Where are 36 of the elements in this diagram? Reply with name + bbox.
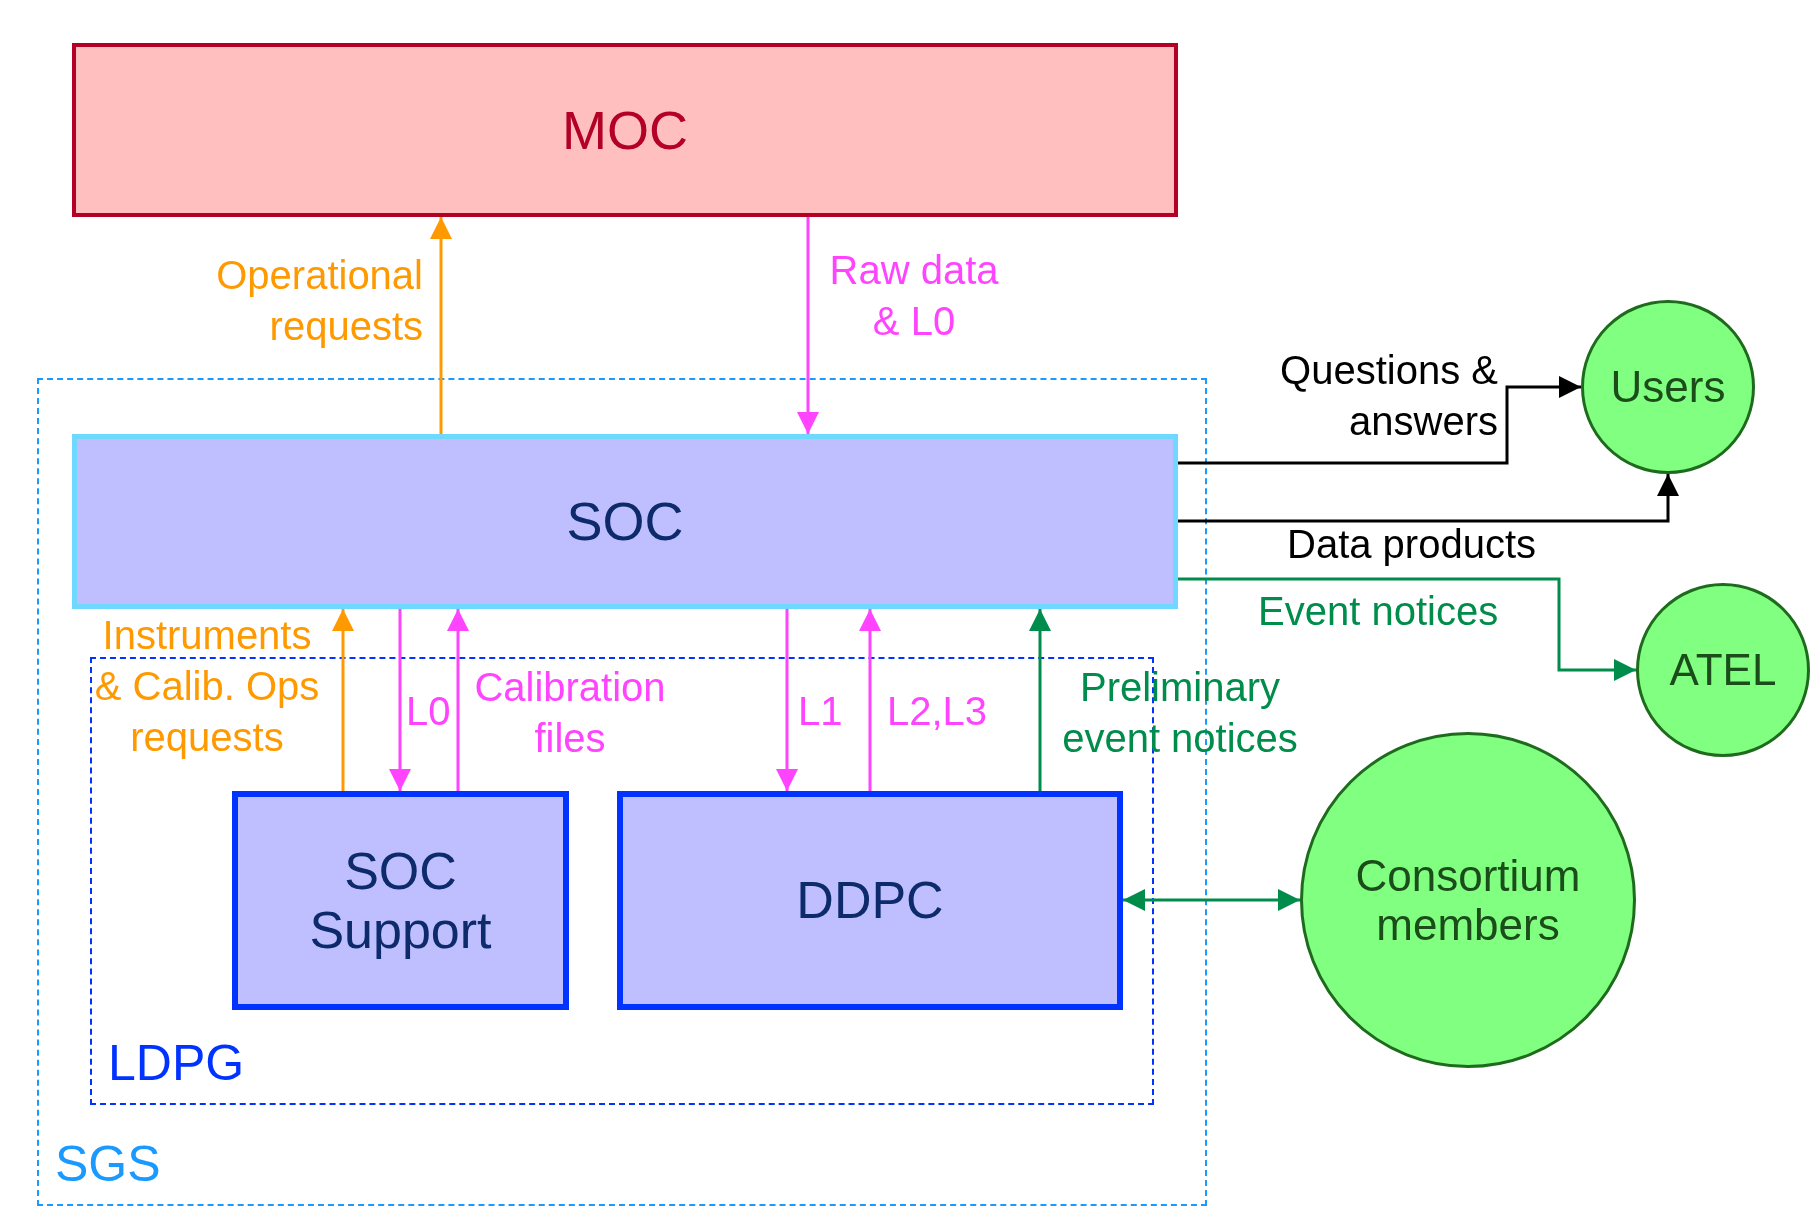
arrow	[447, 609, 469, 791]
node-label: SOC Support	[308, 842, 493, 959]
edge-label: Calibration files	[473, 664, 667, 763]
edge-label: Questions & answers	[1279, 347, 1498, 446]
edge-label: L1	[798, 688, 844, 735]
arrow	[332, 609, 354, 791]
arrow	[389, 609, 411, 791]
node-label: SGS	[54, 1136, 161, 1194]
edge-label: Preliminary event notices	[1061, 664, 1299, 763]
node-label: DDPC	[795, 871, 945, 930]
arrow	[430, 217, 452, 434]
node-label: Consortium members	[1354, 850, 1582, 950]
edge-label: Instruments & Calib. Ops requests	[93, 612, 321, 762]
node-label: Users	[1609, 362, 1727, 412]
arrow	[1178, 474, 1679, 523]
arrow	[1178, 577, 1636, 681]
edge-label: Data products	[1287, 521, 1538, 568]
edge-label: L0	[406, 688, 452, 735]
arrow	[797, 217, 819, 434]
node-label: LDPG	[107, 1035, 245, 1093]
node-label: SOC	[565, 491, 685, 552]
arrow	[859, 609, 881, 791]
node-label: ATEL	[1668, 645, 1778, 695]
edge-label: Event notices	[1258, 588, 1500, 635]
process-box	[72, 43, 1178, 217]
edge-label: L2,L3	[887, 688, 989, 735]
edge-label: Operational requests	[215, 252, 423, 351]
arrow	[1123, 889, 1300, 911]
arrow	[1178, 376, 1581, 465]
node-label: MOC	[561, 99, 689, 161]
arrow	[1029, 609, 1051, 791]
arrow	[776, 609, 798, 791]
process-box	[72, 434, 1178, 609]
process-box	[232, 791, 569, 1010]
process-box	[617, 791, 1123, 1010]
edge-label: Raw data & L0	[828, 247, 1000, 346]
